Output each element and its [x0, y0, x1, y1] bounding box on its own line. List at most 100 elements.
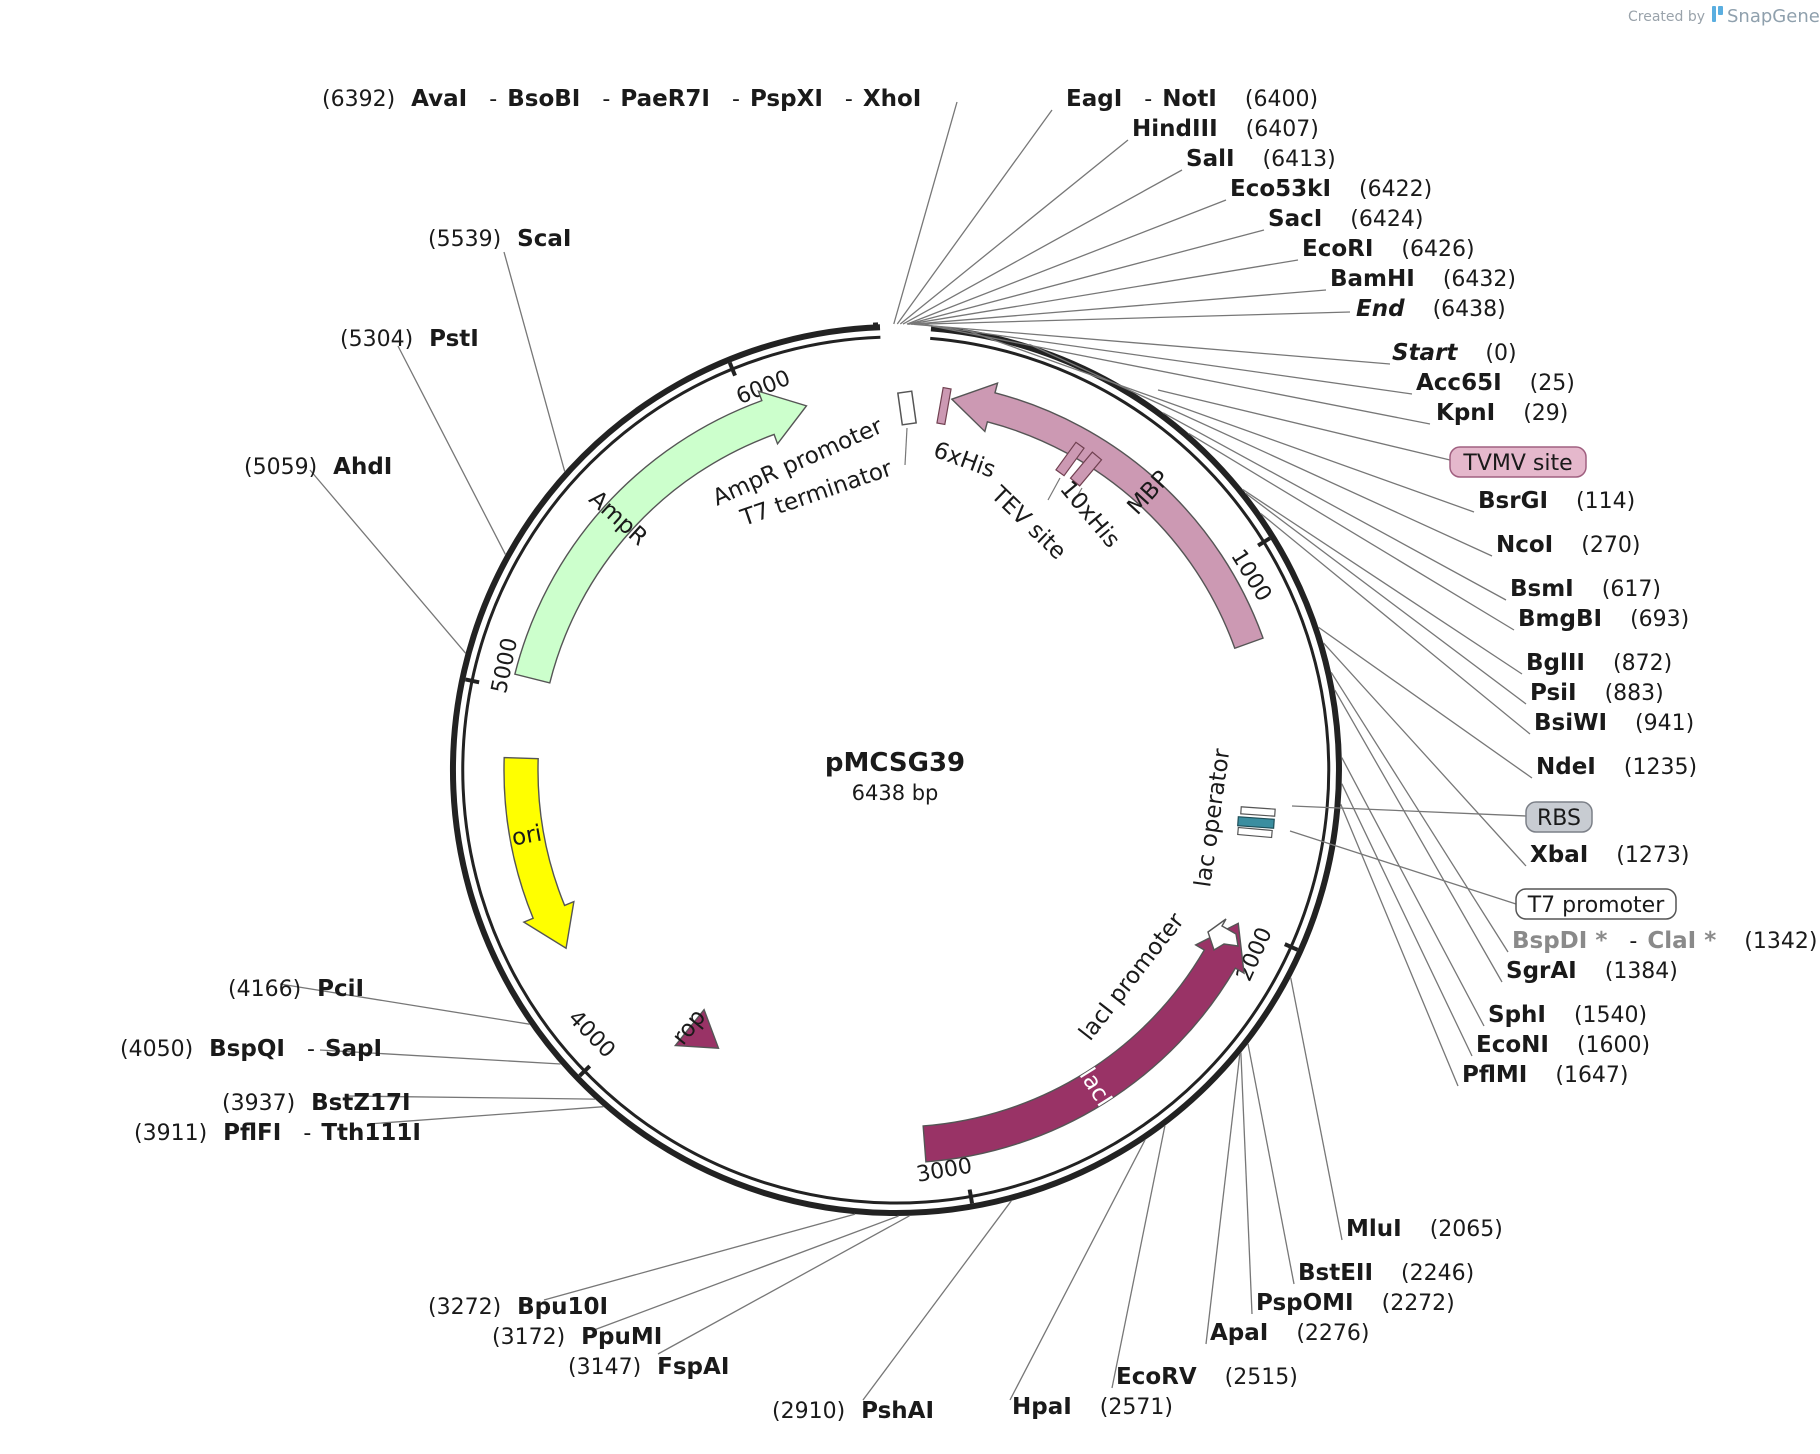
site-position: (2571) [1100, 1395, 1173, 1420]
site-position: (1540) [1574, 1003, 1647, 1028]
site-position: (2246) [1401, 1261, 1474, 1286]
site-bmgbi[interactable]: BmgBI(693) [1518, 606, 1689, 632]
snapgene-credit[interactable]: Created by SnapGene [1628, 6, 1820, 27]
site-position: (1384) [1605, 959, 1678, 984]
site-psii[interactable]: PsiI(883) [1530, 680, 1664, 706]
site-bspqi[interactable]: (4050)BspQI-SapI [120, 1036, 382, 1062]
site-leader [1341, 757, 1485, 1027]
site-acc65i[interactable]: Acc65I(25) [1416, 370, 1575, 396]
site-position: (617) [1602, 577, 1661, 602]
site-ndei[interactable]: NdeI(1235) [1536, 754, 1697, 780]
tev-site-marker[interactable] [1055, 441, 1085, 477]
tick-mark [465, 677, 480, 685]
site-bamhi[interactable]: BamHI(6432) [1330, 266, 1516, 292]
site-leader [543, 1213, 856, 1301]
t7-terminator-marker[interactable] [896, 390, 918, 426]
site-position: (3937) [222, 1091, 295, 1116]
site-leader [911, 289, 1327, 325]
laci-promoter-arrow[interactable] [1207, 918, 1239, 952]
site-leader [926, 324, 1431, 425]
site-pshai[interactable]: (2910)PshAI [772, 1398, 934, 1424]
site-position: (883) [1605, 681, 1664, 706]
site-end[interactable]: End(6438) [1356, 296, 1506, 322]
site-enzyme-name: Bpu10I [517, 1294, 608, 1320]
tvmv-site-box[interactable] [1449, 446, 1587, 478]
site-pcii[interactable]: (4166)PciI [228, 976, 364, 1002]
site-start[interactable]: Start(0) [1392, 340, 1517, 366]
site-leader [1340, 803, 1459, 1087]
ori-arrow[interactable] [503, 756, 575, 950]
site-position: (6407) [1246, 117, 1319, 142]
site-bpu10i[interactable]: (3272)Bpu10I [428, 1294, 608, 1320]
site-position: (1235) [1624, 755, 1697, 780]
lac-operator-marker[interactable] [1237, 816, 1275, 829]
rbs-box[interactable] [1525, 801, 1593, 833]
laci-arrow[interactable] [922, 922, 1245, 1163]
site-enzyme-name: XbaI [1530, 842, 1588, 868]
site-ecori[interactable]: EcoRI(6426) [1302, 236, 1475, 262]
site-sali[interactable]: SalI(6413) [1186, 146, 1336, 172]
site-leader [862, 1200, 1012, 1401]
site-bglii[interactable]: BglII(872) [1526, 650, 1672, 676]
site-fspai[interactable]: (3147)FspAI [568, 1354, 729, 1380]
site-position: (1600) [1577, 1033, 1650, 1058]
site-avai[interactable]: (6392)AvaI-BsoBI-PaeR7I-PspXI-XhoI [322, 86, 921, 112]
tvmv-site-label: TVMV site [1462, 451, 1572, 476]
site-position: (2910) [772, 1399, 845, 1424]
site-econi[interactable]: EcoNI(1600) [1476, 1032, 1650, 1058]
site-leader [1029, 343, 1493, 557]
site-bsmi[interactable]: BsmI(617) [1510, 576, 1661, 602]
plasmid-length: 6438 bp [852, 781, 939, 805]
site-bstz17i[interactable]: (3937)BstZ17I [222, 1090, 411, 1116]
site-kpni[interactable]: KpnI(29) [1436, 400, 1568, 426]
site-eagi[interactable]: EagI-NotI(6400) [1066, 86, 1318, 112]
site-bsteii[interactable]: BstEII(2246) [1298, 1260, 1474, 1286]
site-bsiwi[interactable]: BsiWI(941) [1534, 710, 1694, 736]
site-sgrai[interactable]: SgrAI(1384) [1506, 958, 1678, 984]
site-hpai[interactable]: HpaI (2571) [1012, 1394, 1173, 1420]
site-enzyme-name: BamHI [1330, 266, 1415, 292]
tick-mark [1283, 942, 1299, 952]
site-hindiii[interactable]: HindIII (6407) [1132, 116, 1319, 142]
site-scai[interactable]: (5539)ScaI [428, 226, 571, 252]
rop-arrow[interactable] [673, 1008, 720, 1049]
site-leader [899, 139, 1129, 325]
site-psti[interactable]: (5304)PstI [340, 326, 479, 352]
tev-leader [1047, 477, 1061, 501]
t7-promoter-marker[interactable] [1237, 826, 1273, 839]
site-separator: - [489, 87, 497, 112]
site-pflfi[interactable]: (3911)PflFI-Tth111I [134, 1120, 421, 1146]
site-ecorv[interactable]: EcoRV(2515) [1116, 1364, 1298, 1390]
site-ncoi[interactable]: NcoI(270) [1496, 532, 1640, 558]
site-leader [924, 324, 1413, 395]
site-mlui[interactable]: MluI(2065) [1346, 1216, 1503, 1242]
mbp-arrow[interactable] [950, 382, 1264, 650]
site-position: (5304) [340, 327, 413, 352]
site-ahdi[interactable]: (5059)AhdI [244, 454, 392, 480]
site-pspomi[interactable]: PspOMI(2272) [1256, 1290, 1455, 1316]
site-apai[interactable]: ApaI(2276) [1210, 1320, 1370, 1346]
rbs-marker[interactable] [1240, 806, 1276, 817]
site-enzyme-name: PpuMI [581, 1324, 662, 1350]
his6-marker[interactable] [936, 386, 952, 426]
site-bsrgi[interactable]: BsrGI(114) [1478, 488, 1635, 514]
site-leader [345, 1095, 596, 1100]
site-bspdi[interactable]: BspDI *-ClaI *(1342) [1512, 928, 1817, 954]
site-enzyme-name: BspQI [209, 1036, 285, 1062]
site-enzyme-name: HpaI [1012, 1394, 1072, 1420]
t7-promoter-box[interactable] [1515, 888, 1677, 920]
site-position: (1342) [1744, 929, 1817, 954]
site-xbai[interactable]: XbaI(1273) [1530, 842, 1689, 868]
site-sphi[interactable]: SphI (1540) [1488, 1002, 1647, 1028]
his10-marker[interactable] [1069, 451, 1103, 487]
site-enzyme-name: HindIII [1132, 116, 1218, 142]
ampr-arrow[interactable] [514, 390, 808, 684]
site-enzyme-name: NotI [1162, 86, 1217, 112]
site-pflmi[interactable]: PflMI(1647) [1462, 1062, 1629, 1088]
site-ppumi[interactable]: (3172)PpuMI [492, 1324, 662, 1350]
site-enzyme-name: SphI [1488, 1002, 1546, 1028]
site-leader [913, 311, 1351, 326]
site-saci[interactable]: SacI(6424) [1268, 206, 1423, 232]
site-eco53ki[interactable]: Eco53kI(6422) [1230, 176, 1432, 202]
credit-brand-text: SnapGene [1727, 6, 1820, 27]
